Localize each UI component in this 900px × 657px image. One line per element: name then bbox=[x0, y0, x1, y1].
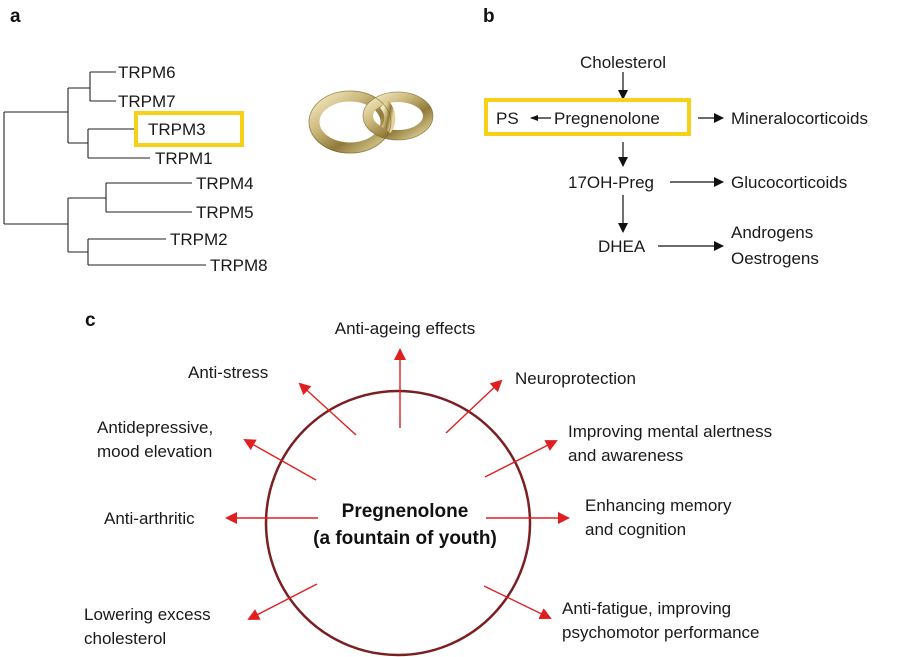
effect-anti-arthritic: Anti-arthritic bbox=[104, 509, 195, 528]
leaf-trpm3: TRPM3 bbox=[148, 120, 206, 139]
arrow-anti-stress bbox=[298, 382, 357, 436]
dhea-label: DHEA bbox=[598, 237, 646, 256]
arrow-anti-fatigue bbox=[483, 585, 552, 620]
effect-cholesterol-line2: cholesterol bbox=[84, 629, 166, 648]
leaf-trpm4: TRPM4 bbox=[196, 174, 254, 193]
cholesterol-label: Cholesterol bbox=[580, 53, 666, 72]
arrow-mental-alertness bbox=[484, 440, 558, 478]
steroid-pathway-arrows bbox=[530, 72, 724, 251]
effect-anti-ageing: Anti-ageing effects bbox=[335, 319, 476, 338]
arrow-neuroprotection bbox=[445, 379, 503, 434]
effect-cholesterol-line1: Lowering excess bbox=[84, 605, 211, 624]
effect-anti-fatigue-line2: psychomotor performance bbox=[562, 623, 759, 642]
effect-arrows bbox=[225, 348, 570, 620]
leaf-trpm2: TRPM2 bbox=[170, 230, 228, 249]
effect-memory-line1: Enhancing memory bbox=[585, 496, 732, 515]
phylogenetic-tree bbox=[3, 71, 206, 266]
effect-anti-fatigue-line1: Anti-fatigue, improving bbox=[562, 599, 731, 618]
effect-mental-alertness-line2: and awareness bbox=[568, 446, 683, 465]
panel-letter-b: b bbox=[483, 6, 495, 27]
leaf-trpm5: TRPM5 bbox=[196, 203, 254, 222]
effect-memory-line2: and cognition bbox=[585, 520, 686, 539]
arrow-antidepressive bbox=[243, 439, 317, 481]
leaf-trpm7: TRPM7 bbox=[118, 92, 176, 111]
effect-mental-alertness-line1: Improving mental alertness bbox=[568, 422, 772, 441]
panel-c: c Pregnenolone (a fountain of youth) Ant… bbox=[84, 310, 772, 657]
glucocorticoids-label: Glucocorticoids bbox=[731, 173, 847, 192]
androgens-label: Androgens bbox=[731, 223, 813, 242]
mineralocorticoids-label: Mineralocorticoids bbox=[731, 109, 868, 128]
interlocked-rings-icon bbox=[308, 90, 434, 154]
effect-anti-stress: Anti-stress bbox=[188, 363, 268, 382]
panel-b: b Cholesterol PS Pregnenolone Mineraloco… bbox=[483, 6, 868, 268]
17oh-preg-label: 17OH-Preg bbox=[568, 173, 654, 192]
pregnenolone-circle bbox=[264, 389, 532, 657]
oestrogens-label: Oestrogens bbox=[731, 249, 819, 268]
leaf-trpm6: TRPM6 bbox=[118, 63, 176, 82]
panel-letter-a: a bbox=[10, 6, 21, 27]
trpm3-highlight-box bbox=[134, 111, 244, 147]
effect-neuroprotection: Neuroprotection bbox=[515, 369, 636, 388]
effect-antidepressive-line2: mood elevation bbox=[97, 442, 212, 461]
pregnenolone-highlight-box bbox=[484, 98, 691, 136]
center-subtitle: (a fountain of youth) bbox=[313, 528, 497, 549]
leaf-trpm1: TRPM1 bbox=[155, 149, 213, 168]
center-title: Pregnenolone bbox=[342, 501, 469, 522]
ps-label: PS bbox=[496, 109, 519, 128]
panel-letter-c: c bbox=[85, 310, 96, 331]
panel-a: a TRPM6 TRPM7 bbox=[3, 6, 434, 275]
effect-antidepressive-line1: Antidepressive, bbox=[97, 418, 213, 437]
arrow-cholesterol bbox=[247, 583, 318, 620]
leaf-trpm8: TRPM8 bbox=[210, 256, 268, 275]
pregnenolone-label: Pregnenolone bbox=[554, 109, 660, 128]
